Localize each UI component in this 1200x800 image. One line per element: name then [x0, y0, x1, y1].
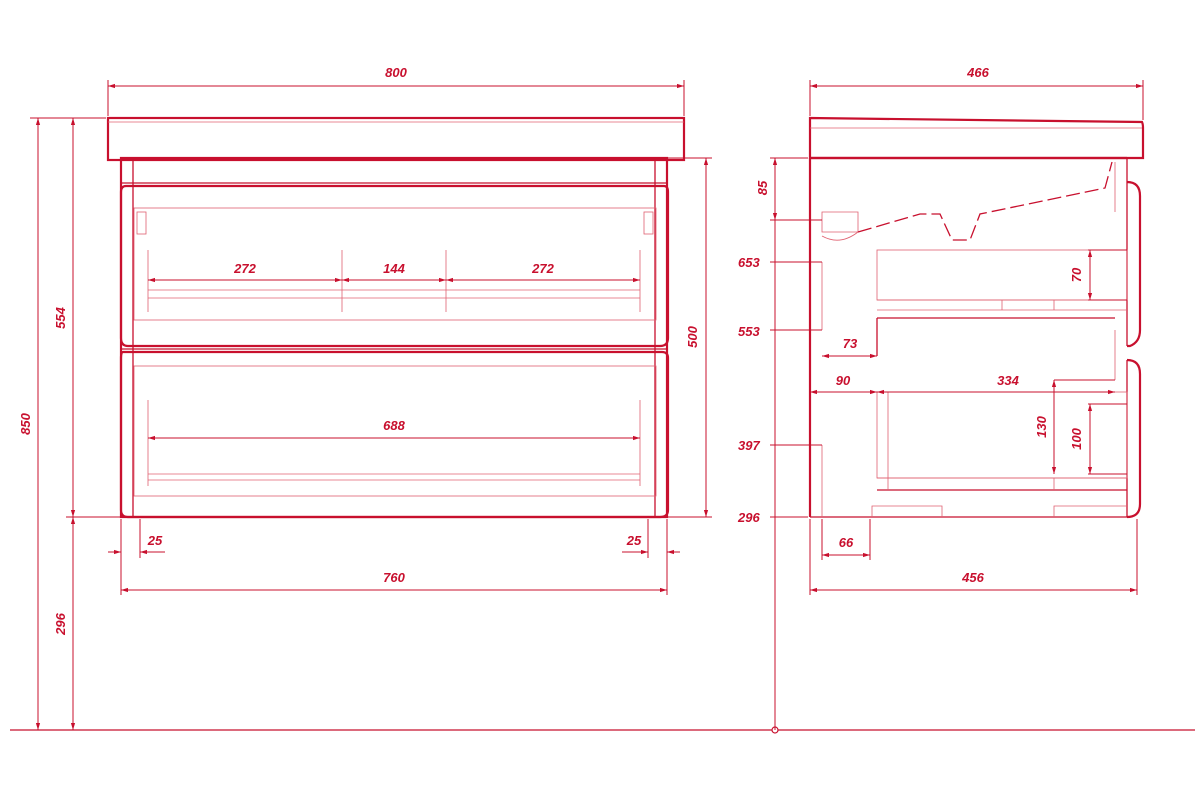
dim-drawer2-offset: 90 [836, 373, 851, 388]
side-siphon [821, 211, 859, 233]
dim-drawer2-box-height: 100 [1069, 427, 1084, 449]
dim-bottom-offset: 66 [839, 535, 854, 550]
side-view [808, 116, 1145, 519]
dim-side-left: 25 [147, 533, 163, 548]
dim-drawer1-offset: 73 [843, 336, 858, 351]
dim-drawer2-front-height: 130 [1034, 415, 1049, 437]
dim-front-height-total: 850 [18, 412, 33, 434]
dim-drawer1-height: 70 [1069, 267, 1084, 282]
front-drawer-lower [119, 350, 670, 519]
front-countertop [106, 116, 686, 162]
dim-front-height-cabinet: 554 [53, 306, 68, 328]
side-countertop [808, 116, 1145, 160]
dim-drawer2-depth: 334 [997, 373, 1019, 388]
side-dimensions: 466 85 653 553 397 296 70 73 90 334 [737, 65, 1144, 730]
dim-level-553: 553 [738, 324, 760, 339]
dim-drawer1-mid: 144 [383, 261, 405, 276]
dim-side-depth-top: 466 [966, 65, 989, 80]
dim-drawer1-left: 272 [233, 261, 256, 276]
front-drawer-upper [119, 184, 670, 348]
dim-drawer1-right: 272 [531, 261, 554, 276]
dim-front-floor-gap: 296 [53, 612, 68, 635]
dim-side-right: 25 [626, 533, 642, 548]
dim-front-width-body: 760 [383, 570, 405, 585]
front-dimensions: 800 850 554 296 500 272 144 272 688 [18, 65, 712, 730]
dim-drawer2-width: 688 [383, 418, 405, 433]
front-carcass [119, 156, 669, 519]
dim-side-siphon: 85 [755, 180, 770, 195]
dim-front-height-front: 500 [685, 325, 700, 347]
dim-level-397: 397 [738, 438, 760, 453]
dim-front-width-top: 800 [385, 65, 407, 80]
front-view [106, 116, 686, 519]
dim-side-depth-body: 456 [961, 570, 984, 585]
dim-level-296: 296 [737, 510, 760, 525]
dim-level-653: 653 [738, 255, 760, 270]
